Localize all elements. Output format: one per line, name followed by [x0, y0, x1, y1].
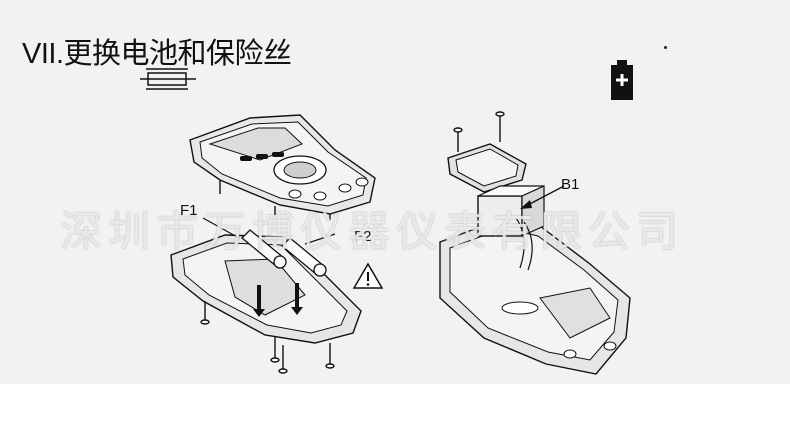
- section-title: VII.更换电池和保险丝: [22, 38, 292, 70]
- speck-mark: [664, 46, 667, 49]
- battery-label: B1: [561, 176, 580, 193]
- warning-triangle-icon: [352, 262, 384, 289]
- battery-pointer-arrow: [520, 185, 565, 209]
- fuse-icon: [140, 68, 196, 90]
- meter-battery-compartment-illustration: [439, 185, 631, 375]
- manual-panel: VII.更换电池和保险丝: [0, 0, 790, 384]
- fuse-pointer-lines: [202, 217, 336, 245]
- fuses-illustration: [241, 229, 327, 277]
- meter-back-illustration: [170, 234, 362, 374]
- fuse1-label: F1: [180, 202, 198, 219]
- battery-icon: [611, 60, 633, 100]
- battery-door-illustration: [447, 111, 527, 193]
- fuse2-label: F2: [354, 228, 372, 245]
- meter-front-illustration: [189, 114, 376, 220]
